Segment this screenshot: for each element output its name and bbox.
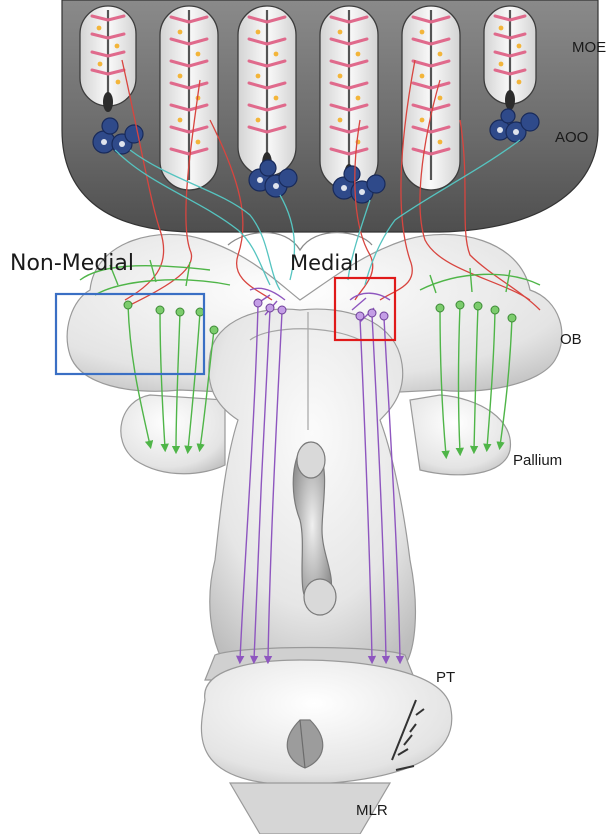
label-moe: MOE [572,39,606,56]
label-ob: OB [560,331,582,348]
label-mlr: MLR [356,802,388,819]
label-pt: PT [436,669,455,686]
label-pallium: Pallium [513,452,562,469]
brain-body [67,233,562,834]
label-non-medial: Non-Medial [10,251,134,276]
olfactory-epithelium [62,0,598,232]
label-medial: Medial [290,251,359,275]
label-aoo: AOO [555,129,588,146]
